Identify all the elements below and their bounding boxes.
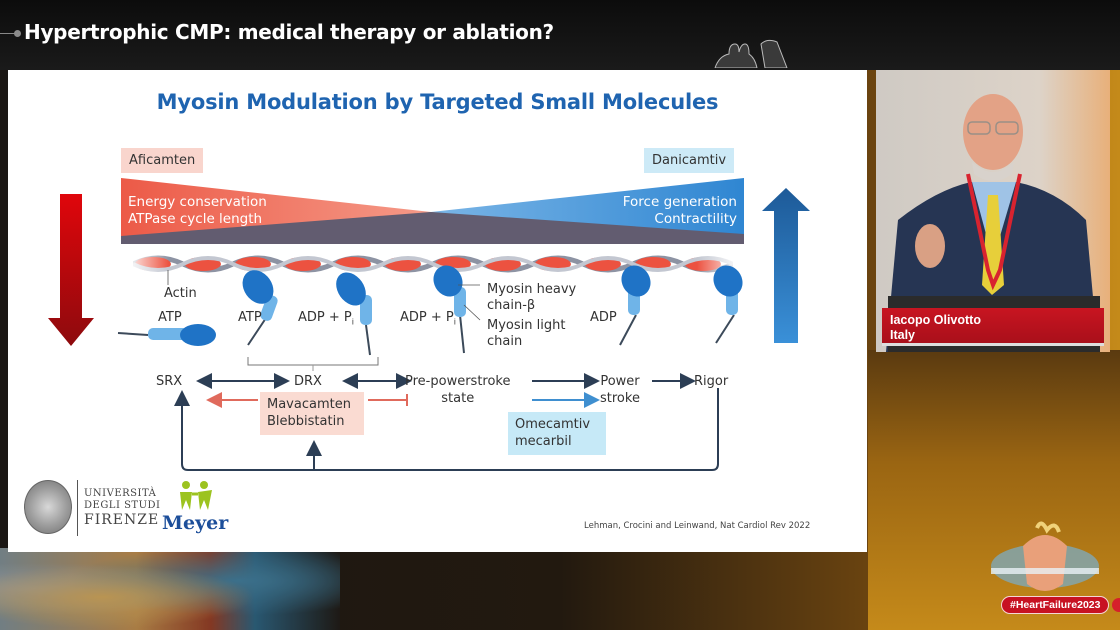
modulator-mecarbil: mecarbil (515, 434, 572, 449)
atp-label-2: ATP (238, 310, 262, 325)
title-bullet-dot (14, 30, 21, 37)
modulator-blebbistatin: Blebbistatin (267, 414, 345, 429)
title-connector-line (0, 33, 18, 34)
inhibitor-modulators-box: Mavacamten Blebbistatin (260, 392, 364, 435)
myosin-heavy-chain-label: Myosin heavy chain-β (487, 282, 577, 313)
myosin-heads-diagram (117, 265, 743, 371)
slide-title: Myosin Modulation by Targeted Small Mole… (156, 90, 719, 114)
speaker-name: Iacopo Olivotto (890, 313, 981, 327)
speaker-figure (876, 70, 1110, 352)
effect-contractility: Contractility (654, 211, 737, 227)
activator-modulators-box: Omecamtiv mecarbil (508, 412, 606, 455)
heart-skyline-logo-icon (991, 521, 1099, 591)
effect-atpase-cycle-length: ATPase cycle length (128, 211, 263, 227)
session-title: Hypertrophic CMP: medical therapy or abl… (24, 20, 554, 44)
state-drx: DRX (294, 374, 322, 389)
meyer-logo: Meyer (160, 478, 240, 538)
atp-label-1: ATP (158, 310, 182, 325)
state-power-stroke: Power stroke (600, 374, 640, 406)
modulator-omecamtiv: Omecamtiv (515, 417, 591, 432)
slide-citation: Lehman, Crocini and Leinwand, Nat Cardio… (584, 521, 811, 531)
state-pre-powerstroke: Pre-powerstroke state (405, 374, 511, 406)
university-florence-logo: UNIVERSITÀ DEGLI STUDI FIRENZE (22, 476, 162, 540)
myosin-light-chain-label: Myosin light chain (487, 318, 566, 349)
speaker-video-feed (876, 70, 1110, 352)
adp-label: ADP (590, 310, 617, 325)
decorative-hands-icon (714, 39, 788, 68)
state-srx: SRX (156, 374, 183, 389)
actin-filament (133, 252, 733, 276)
state-rigor: Rigor (694, 374, 729, 389)
speaker-country: Italy (890, 328, 916, 342)
danicamtiv-label: Danicamtiv (644, 148, 735, 173)
cross-bridge-cycle-arrows (174, 373, 719, 471)
effect-force-generation: Force generation (622, 194, 737, 210)
speaker-nameplate (882, 308, 1104, 346)
logo-divider (77, 480, 78, 536)
modulator-mavacamten: Mavacamten (267, 397, 351, 412)
actin-label: Actin (164, 286, 197, 301)
opposing-effects-wedge (121, 178, 744, 244)
inhibitor-effects: Energy conservation ATPase cycle length (128, 194, 267, 228)
adp-pi-label-1: ADP + Pi (298, 310, 354, 327)
hashtag-dot-icon (1112, 598, 1120, 612)
decorative-art-background (0, 548, 340, 630)
meyer-children-icon (180, 481, 212, 510)
university-seal-icon (24, 480, 72, 534)
effect-energy-conservation: Energy conservation (128, 194, 267, 210)
activator-effects: Force generation Contractility (623, 194, 737, 228)
increase-arrow-icon (762, 188, 810, 343)
adp-pi-label-2: ADP + Pi (400, 310, 456, 327)
event-hashtag-badge: #HeartFailure2023 (1001, 596, 1110, 614)
decrease-arrow-icon (48, 194, 94, 346)
presentation-slide: Myosin Modulation by Targeted Small Mole… (8, 70, 867, 552)
top-banner-background (0, 0, 1120, 70)
aficamten-label: Aficamten (121, 148, 204, 173)
